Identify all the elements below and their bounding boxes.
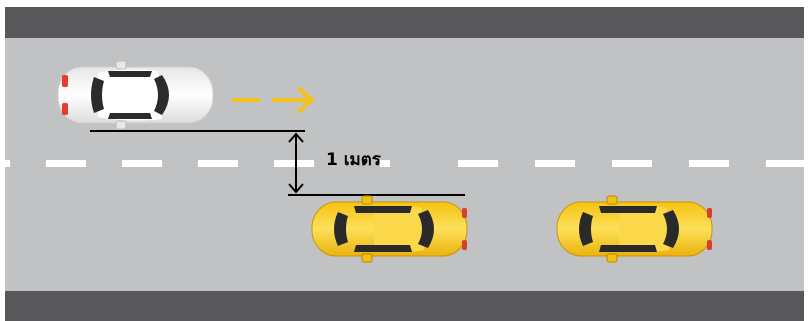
yellow-car-icon: [557, 196, 712, 262]
yellow-car-icon: [312, 196, 467, 262]
top-curb-band: [5, 7, 804, 38]
white-car-icon: [58, 61, 213, 129]
bottom-curb-band: [5, 291, 804, 321]
distance-label: 1 เมตร: [326, 150, 381, 170]
